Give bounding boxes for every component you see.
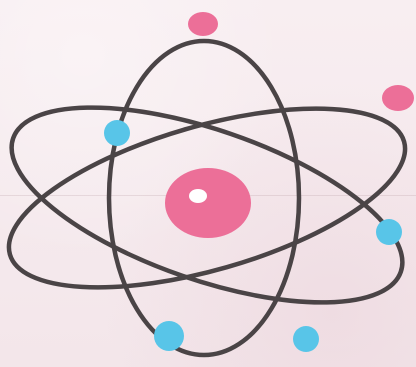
electron-blue-bottom-left [154,321,184,351]
electron-blue-upper-left [104,120,130,146]
nucleus-highlight [189,189,207,203]
electron-blue-right [376,219,402,245]
electron-blue-bottom-right [293,326,319,352]
electron-pink-top [188,12,218,36]
atom-nucleus-icon [165,168,251,238]
nucleus [165,168,251,238]
electron-pink-top-right [382,85,414,111]
